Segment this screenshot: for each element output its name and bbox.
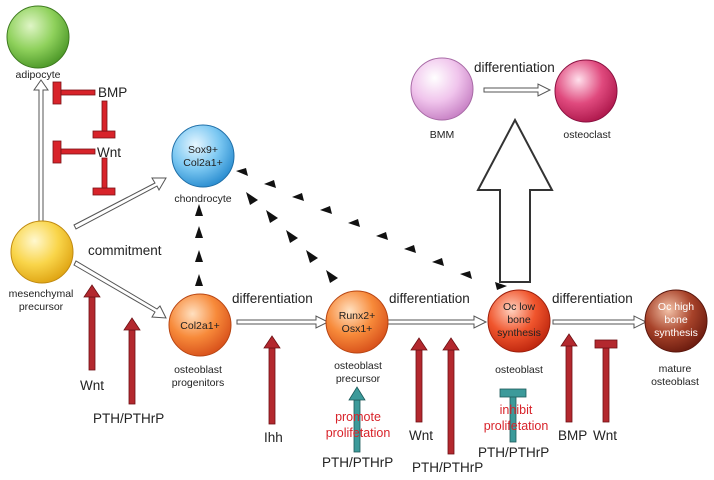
black-arrow-diag-a5 [246, 192, 258, 205]
progenitors-label-1: osteoblast [174, 364, 222, 376]
cell-osteoclast: osteoclast [554, 59, 618, 141]
mature-label-1: mature [659, 363, 692, 375]
differentiation-label-osteoclast: differentiation [474, 60, 555, 75]
black-arrow-long-6 [348, 219, 360, 227]
mature-marker-2: bone [664, 314, 688, 326]
black-arrows-to-chondrocyte [195, 168, 507, 290]
activating-arrows [83, 284, 618, 455]
chondrocyte-label: chondrocyte [174, 193, 231, 205]
black-arrow-long-4 [404, 245, 416, 253]
osteoblast-marker-1: Oc low [503, 301, 536, 313]
osteoblast-label: osteoblast [495, 364, 543, 376]
black-arrow-long-2 [460, 271, 472, 279]
precursor-label-1: osteoblast [334, 360, 382, 372]
cell-osteoblast-progenitors: Col2a1+ osteoblast progenitors [168, 293, 232, 389]
precursor-marker-2: Osx1+ [342, 323, 373, 335]
cell-bmm: BMM [410, 57, 474, 141]
mature-marker-1: Oc high [658, 301, 694, 313]
chondrocyte-marker-2: Col2a1+ [183, 157, 222, 169]
black-arrow-diag-a1 [326, 270, 338, 283]
bmm-label: BMM [430, 129, 455, 141]
pth-osteoblast-label: PTH/PTHrP [412, 460, 483, 475]
differentiation-label-3: differentiation [552, 291, 633, 306]
black-arrow-diag-a2 [306, 250, 318, 263]
black-arrow-long-5 [376, 232, 388, 240]
arrow-mesenchymal-to-chondrocyte [73, 177, 167, 230]
promote-annotation-1: promote [335, 410, 381, 424]
bmp-mature-label: BMP [558, 428, 587, 443]
promote-annotation-2: prolifetation [326, 426, 391, 440]
mature-marker-3: synthesis [654, 327, 698, 339]
arrow-osteoblast-to-mature [552, 315, 648, 329]
bmp-inhibitor-label: BMP [98, 85, 127, 100]
inhibit-annotation-1: inhibit [500, 403, 533, 417]
pth-precursor-label: PTH/PTHrP [322, 455, 393, 470]
mature-label-2: osteoblast [651, 376, 699, 388]
black-arrow-long-7 [320, 206, 332, 214]
cell-chondrocyte: Sox9+ Col2a1+ chondrocyte [171, 124, 235, 205]
arrow-progenitors-to-precursor [236, 315, 330, 329]
mesenchymal-label-1: mesenchymal [9, 288, 74, 300]
arrow-mesenchymal-to-adipocyte [33, 79, 49, 223]
cell-mature-osteoblast: Oc high bone synthesis mature osteoblast [644, 289, 708, 388]
chondrocyte-marker-1: Sox9+ [188, 144, 218, 156]
progenitors-marker: Col2a1+ [180, 320, 219, 332]
black-arrow-diag-a4 [266, 210, 278, 223]
progenitors-label-2: progenitors [172, 377, 225, 389]
black-arrow-long-9 [264, 180, 276, 188]
big-arrow-osteoblast-to-osteoclast [476, 117, 554, 283]
wnt-osteoblast-label: Wnt [409, 428, 433, 443]
osteoblast-marker-2: bone [507, 314, 531, 326]
arrow-precursor-to-osteoblast [386, 315, 488, 329]
osteoclast-label: osteoclast [563, 129, 610, 141]
black-arrow-long-10 [236, 168, 248, 176]
inhibit-annotation-2: prolifetation [484, 419, 549, 433]
adipocyte-label: adipocyte [16, 69, 61, 81]
black-arrow-up-2 [195, 250, 203, 262]
differentiation-label-2: differentiation [389, 291, 470, 306]
wnt-commit-label: Wnt [80, 378, 104, 393]
cell-adipocyte: adipocyte [6, 5, 70, 81]
arrow-mesenchymal-to-progenitors [73, 260, 167, 319]
arrow-bmm-to-osteoclast [483, 83, 552, 97]
wnt-inhibitor-label: Wnt [97, 145, 121, 160]
black-arrow-diag-a3 [286, 230, 298, 243]
black-arrow-long-8 [292, 193, 304, 201]
black-arrow-long-1 [495, 282, 507, 290]
black-arrow-up-1 [195, 274, 203, 286]
teal-regulators [348, 386, 527, 453]
black-arrow-up-4 [195, 204, 203, 216]
cell-osteoblast: Oc low bone synthesis osteoblast [487, 289, 551, 376]
cell-mesenchymal-precursor: mesenchymal precursor [9, 220, 74, 313]
adipocyte-inhibitors [52, 81, 116, 196]
osteoblast-marker-3: synthesis [497, 327, 541, 339]
mesenchymal-label-2: precursor [19, 301, 64, 313]
hollow-arrows [33, 79, 648, 329]
precursor-marker-1: Runx2+ [339, 310, 375, 322]
pth-inhibit-label: PTH/PTHrP [478, 445, 549, 460]
cell-osteoblast-precursor: Runx2+ Osx1+ osteoblast precursor [325, 290, 389, 385]
wnt-mature-label: Wnt [593, 428, 617, 443]
pth-commit-label: PTH/PTHrP [93, 411, 164, 426]
black-arrow-long-3 [432, 258, 444, 266]
black-arrow-up-3 [195, 226, 203, 238]
precursor-label-2: precursor [336, 373, 381, 385]
commitment-label: commitment [88, 243, 162, 258]
differentiation-label-1: differentiation [232, 291, 313, 306]
ihh-label: Ihh [264, 430, 283, 445]
